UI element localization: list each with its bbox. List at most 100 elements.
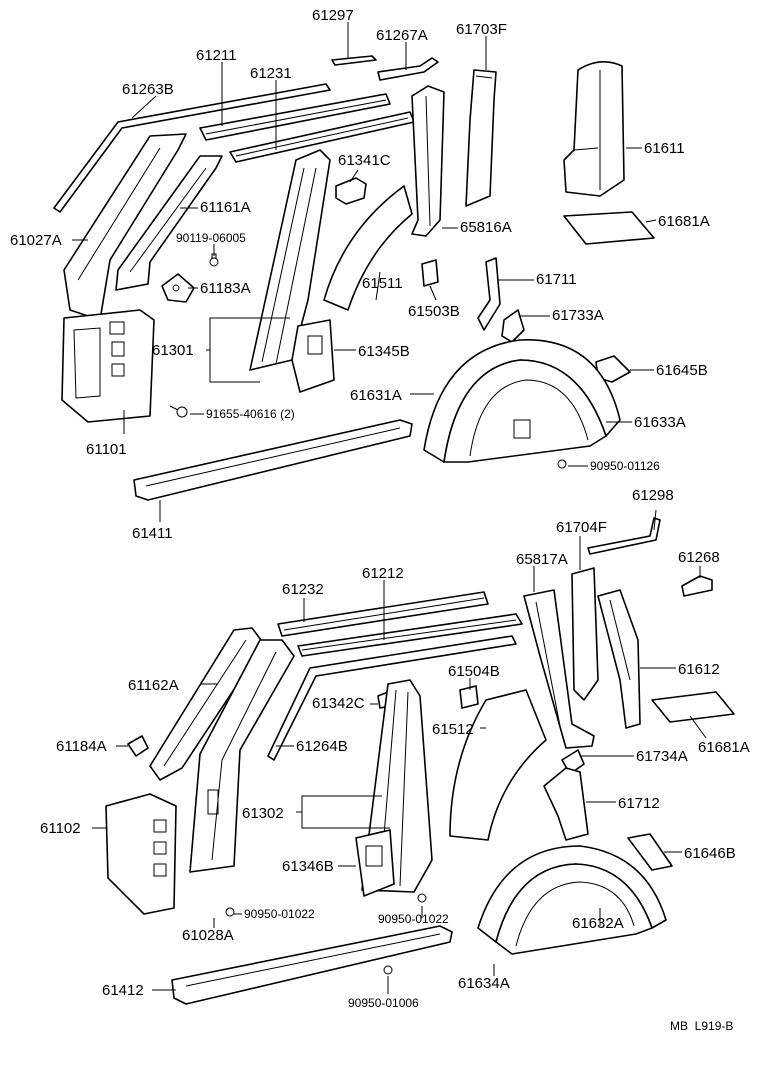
label-61297[interactable]: 61297 [312,7,354,24]
label-61631A[interactable]: 61631A [350,387,402,404]
part-61512-drawing [449,689,547,841]
label-61411[interactable]: 61411 [132,525,173,542]
label-61027A[interactable]: 61027A [10,232,62,249]
part-61298-drawing [587,517,661,555]
part-61412-drawing [171,925,453,1005]
part-61345B-drawing [291,319,335,393]
label-61632A[interactable]: 61632A [572,915,624,932]
label-61504B[interactable]: 61504B [448,663,500,680]
part-61646B-drawing [627,833,673,871]
leader-lines [72,22,707,994]
part-61161A-drawing [115,155,223,291]
label-61298[interactable]: 61298 [632,487,674,504]
part-90950-01006-drawing [383,965,393,975]
label-61267A[interactable]: 61267A [376,27,428,44]
part-61611-drawing [563,61,625,197]
label-61733A[interactable]: 61733A [552,307,604,324]
label-61703F[interactable]: 61703F [456,21,507,38]
part-61612-drawing [597,589,641,729]
part-90950-01126-drawing [557,459,567,469]
part-61681A-top-drawing [563,211,655,245]
part-61211-drawing [199,93,391,141]
label-61232[interactable]: 61232 [282,581,324,598]
label-61211[interactable]: 61211 [196,47,237,64]
part-61712-drawing [543,767,589,841]
label-61612[interactable]: 61612 [678,661,720,678]
label-61183A[interactable]: 61183A [200,280,251,297]
part-61183A-drawing [161,273,195,303]
part-61711-drawing [477,257,501,331]
part-labels: 61297 61267A 61703F 61211 61231 61263B 6… [10,7,750,1033]
part-61633A-drawing [443,359,607,463]
part-90950-01022-left-drawing [225,907,235,917]
part-61503B-drawing [421,259,439,287]
label-61346B[interactable]: 61346B [282,858,334,875]
label-61645B[interactable]: 61645B [656,362,708,379]
part-61411-drawing [133,419,413,501]
label-61634A[interactable]: 61634A [458,975,510,992]
label-61263B[interactable]: 61263B [122,81,174,98]
part-61268-drawing [681,575,713,597]
part-61703F-drawing [465,69,497,207]
part-61346B-drawing [355,829,395,897]
label-61734A[interactable]: 61734A [636,748,688,765]
part-90119-06005-drawing [209,253,219,267]
part-61511-drawing [323,185,413,311]
label-65817A[interactable]: 65817A [516,551,568,568]
part-61504B-drawing [459,685,479,709]
part-61632A-drawing [495,863,653,955]
part-91655-40616-drawing [169,405,188,418]
label-61711[interactable]: 61711 [536,271,577,288]
diagram-reference: MB L919-B [670,1019,733,1033]
label-61161A[interactable]: 61161A [200,199,251,216]
label-61412[interactable]: 61412 [102,982,144,999]
label-61212[interactable]: 61212 [362,565,404,582]
part-61704F-drawing [571,567,599,701]
label-61345B[interactable]: 61345B [358,343,410,360]
label-61102[interactable]: 61102 [40,820,81,837]
part-61733A-drawing [501,309,525,343]
part-61027A-drawing [63,133,187,321]
label-61633A[interactable]: 61633A [634,414,686,431]
label-61162A[interactable]: 61162A [128,677,179,694]
label-61302[interactable]: 61302 [242,805,284,822]
part-61102-drawing [105,793,177,915]
label-61681A-bottom[interactable]: 61681A [698,739,750,756]
label-61681A-top[interactable]: 61681A [658,213,710,230]
label-90950-01022-right[interactable]: 90950-01022 [378,912,449,926]
part-61184A-drawing [127,735,149,757]
part-61297-drawing [331,55,377,66]
label-91655-40616[interactable]: 91655-40616 (2) [206,407,295,421]
part-61341C-drawing [335,177,367,205]
label-61264B[interactable]: 61264B [296,738,348,755]
part-65816A-drawing [411,85,445,237]
label-90119-06005[interactable]: 90119-06005 [176,231,246,245]
label-65816A[interactable]: 65816A [460,219,512,236]
label-61231[interactable]: 61231 [250,65,292,82]
label-90950-01126[interactable]: 90950-01126 [590,459,660,473]
label-90950-01022-left[interactable]: 90950-01022 [244,907,315,921]
part-61267A-drawing [377,57,439,81]
label-61341C[interactable]: 61341C [338,152,391,169]
label-61101[interactable]: 61101 [86,441,127,458]
part-61264B-drawing [267,635,517,761]
label-61268[interactable]: 61268 [678,549,720,566]
label-61512[interactable]: 61512 [432,721,474,738]
label-61511[interactable]: 61511 [362,275,403,292]
label-61704F[interactable]: 61704F [556,519,607,536]
part-61028A-drawing [189,639,295,873]
label-90950-01006[interactable]: 90950-01006 [348,996,419,1010]
label-61342C[interactable]: 61342C [312,695,365,712]
label-61028A[interactable]: 61028A [182,927,234,944]
label-61712[interactable]: 61712 [618,795,660,812]
label-61503B[interactable]: 61503B [408,303,460,320]
part-61681A-bottom-drawing [651,691,735,723]
label-61301[interactable]: 61301 [152,342,194,359]
label-61184A[interactable]: 61184A [56,738,107,755]
part-61212-drawing [297,613,523,657]
part-65817A-drawing [523,589,595,749]
label-61611[interactable]: 61611 [644,140,685,157]
label-61646B[interactable]: 61646B [684,845,736,862]
